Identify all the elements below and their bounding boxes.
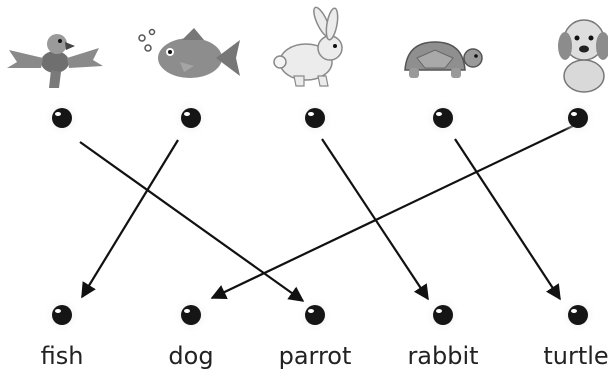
rabbit-icon: [273, 6, 343, 87]
top-dot-rabbit[interactable]: [296, 99, 334, 137]
word-label-rabbit: rabbit: [407, 342, 478, 370]
arrow-turtle-to-turtle: [454, 138, 561, 301]
arrow-dog-to-dog: [210, 124, 576, 299]
bottom-dot-rabbit[interactable]: [424, 296, 462, 334]
bottom-dot-fish[interactable]: [43, 296, 81, 334]
word-label-fish: fish: [41, 342, 84, 370]
turtle-icon: [404, 41, 483, 78]
top-dot-dog[interactable]: [559, 99, 597, 137]
bottom-dot-parrot[interactable]: [296, 296, 334, 334]
parrot-icon: [7, 34, 103, 88]
word-label-parrot: parrot: [279, 342, 352, 370]
fish-icon: [138, 28, 240, 78]
arrow-rabbit-to-rabbit: [321, 138, 429, 301]
arrow-fish-to-fish: [81, 139, 179, 299]
bottom-dot-turtle[interactable]: [559, 296, 597, 334]
top-dot-parrot[interactable]: [43, 99, 81, 137]
arrow-parrot-to-parrot: [79, 141, 305, 302]
dog-icon: [558, 19, 608, 93]
word-label-dog: dog: [168, 342, 213, 370]
top-dot-turtle[interactable]: [424, 99, 462, 137]
top-dot-fish[interactable]: [172, 99, 210, 137]
bottom-dot-dog[interactable]: [172, 296, 210, 334]
word-label-turtle: turtle: [543, 342, 608, 370]
